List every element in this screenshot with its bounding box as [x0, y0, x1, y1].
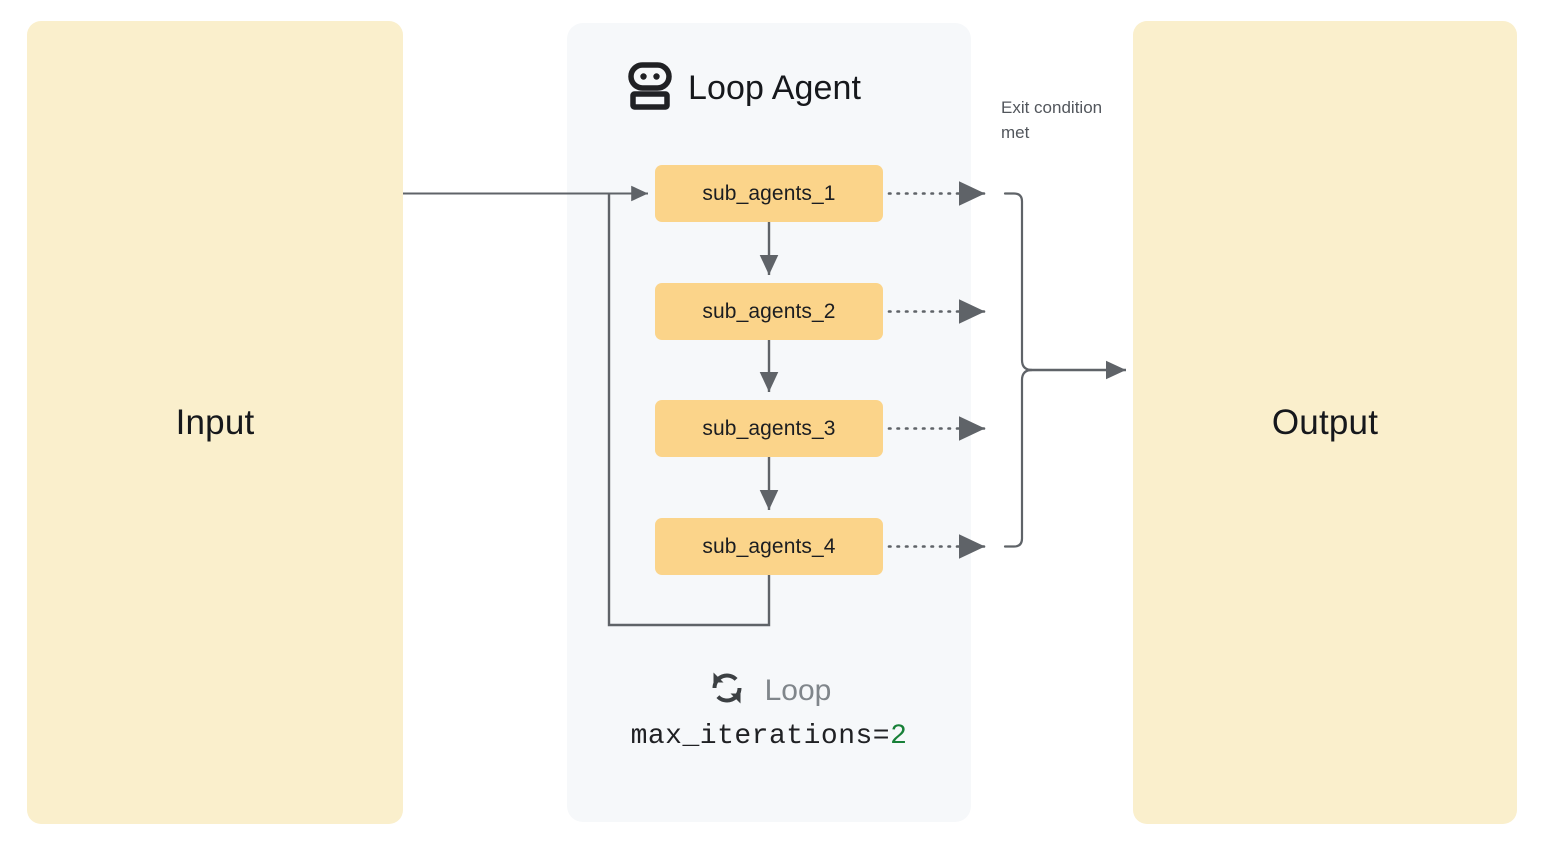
sub-agent-box-1[interactable]: sub_agents_1 [655, 165, 883, 222]
max-iterations-expression: max_iterations=2 [631, 721, 908, 752]
loop-label: Loop [764, 673, 832, 707]
loop-agent-header: Loop Agent [628, 62, 861, 115]
max-iterations-value: 2 [890, 721, 908, 752]
output-label: Output [1271, 402, 1379, 442]
sub-agent-label: sub_agents_1 [702, 181, 836, 205]
input-panel: Input [27, 21, 403, 824]
max-iterations-key: max_iterations= [630, 721, 891, 752]
exit-condition-label: Exit condition met [1001, 98, 1103, 142]
sub-agent-label: sub_agents_3 [702, 416, 836, 440]
input-label: Input [175, 402, 255, 442]
robot-icon [628, 62, 672, 115]
sub-agent-label: sub_agents_4 [702, 534, 836, 558]
loop-agent-title: Loop Agent [688, 69, 862, 107]
sub-agent-box-2[interactable]: sub_agents_2 [655, 283, 883, 340]
output-panel: Output [1133, 21, 1517, 824]
loop-refresh-icon [707, 668, 747, 713]
loop-footer: Loop max_iterations=2 [567, 668, 971, 752]
exit-merge-bracket [1003, 192, 1033, 548]
sub-agent-box-3[interactable]: sub_agents_3 [655, 400, 883, 457]
loop-footer-row: Loop [707, 668, 832, 713]
sub-agent-box-4[interactable]: sub_agents_4 [655, 518, 883, 575]
sub-agent-label: sub_agents_2 [702, 299, 836, 323]
